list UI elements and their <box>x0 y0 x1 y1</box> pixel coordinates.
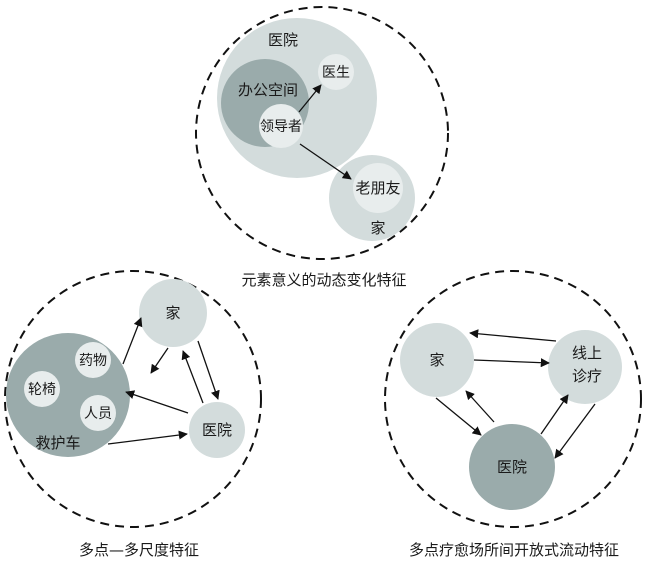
top-leader-label: 领导者 <box>260 119 302 135</box>
right-online-label-line1: 线上 <box>572 344 602 362</box>
left-caption: 多点—多尺度特征 <box>79 541 199 559</box>
left-home-circle <box>139 279 207 347</box>
top-panel: 医院 办公空间 领导者 医生 老朋友 家 元素意义的动态变化特征 <box>195 6 449 289</box>
left-wheelchair-label: 轮椅 <box>28 382 56 398</box>
right-online-label-line2: 诊疗 <box>572 367 602 385</box>
top-home-label: 家 <box>370 219 385 237</box>
right-panel: 家 线上 诊疗 医院 多点疗愈场所间开放式流动特征 <box>384 270 642 559</box>
left-medicine-circle <box>75 342 111 378</box>
left-hospital-label: 医院 <box>202 421 232 439</box>
top-oldfriend-circle <box>353 163 403 213</box>
top-arrow-leader-to-oldfriend <box>299 143 352 180</box>
left-home-label: 家 <box>165 304 180 322</box>
right-online-circle <box>548 330 622 404</box>
right-caption: 多点疗愈场所间开放式流动特征 <box>409 541 619 559</box>
right-arrow-hospital-to-home <box>465 390 495 423</box>
right-arrow-online-to-hospital <box>554 403 596 459</box>
top-doctor-label: 医生 <box>322 65 350 81</box>
left-arrow-hospital-to-home <box>181 350 204 404</box>
top-arrow-leader-to-doctor <box>298 84 322 113</box>
left-arrow-hospital-to-ambulance <box>125 390 189 414</box>
left-arrow-ambulance-to-hospital <box>107 430 188 445</box>
right-arrow-home-to-hospital <box>435 397 482 436</box>
left-arrow-home-to-ambulance <box>150 347 169 374</box>
top-oldfriend-label: 老朋友 <box>355 179 400 197</box>
left-hospital-circle <box>189 402 245 458</box>
top-hospital-label: 医院 <box>268 31 298 49</box>
top-leader-circle <box>259 104 303 148</box>
left-panel: 药物 轮椅 人员 救护车 家 医院 多点—多尺度特征 <box>4 270 262 559</box>
left-arrow-ambulance-to-home <box>122 317 143 365</box>
right-arrow-hospital-to-online <box>540 394 569 435</box>
left-wheelchair-circle <box>24 371 60 407</box>
top-caption: 元素意义的动态变化特征 <box>241 271 406 289</box>
right-hospital-circle <box>469 424 555 510</box>
left-ambulance-label: 救护车 <box>35 434 80 452</box>
right-hospital-label: 医院 <box>497 458 527 476</box>
right-arrow-online-to-home <box>469 329 557 342</box>
right-arrow-home-to-online <box>473 358 550 368</box>
left-medicine-label: 药物 <box>79 353 107 369</box>
top-office-label: 办公空间 <box>238 81 298 99</box>
left-outer-dashed-circle <box>4 270 262 528</box>
left-personnel-label: 人员 <box>84 406 112 422</box>
right-home-circle <box>400 323 474 397</box>
right-outer-dashed-circle <box>384 270 642 528</box>
top-doctor-circle <box>318 54 354 90</box>
left-personnel-circle <box>80 395 116 431</box>
right-home-label: 家 <box>429 351 444 369</box>
left-arrow-home-to-hospital <box>197 340 220 400</box>
top-outer-dashed-circle <box>195 6 449 260</box>
